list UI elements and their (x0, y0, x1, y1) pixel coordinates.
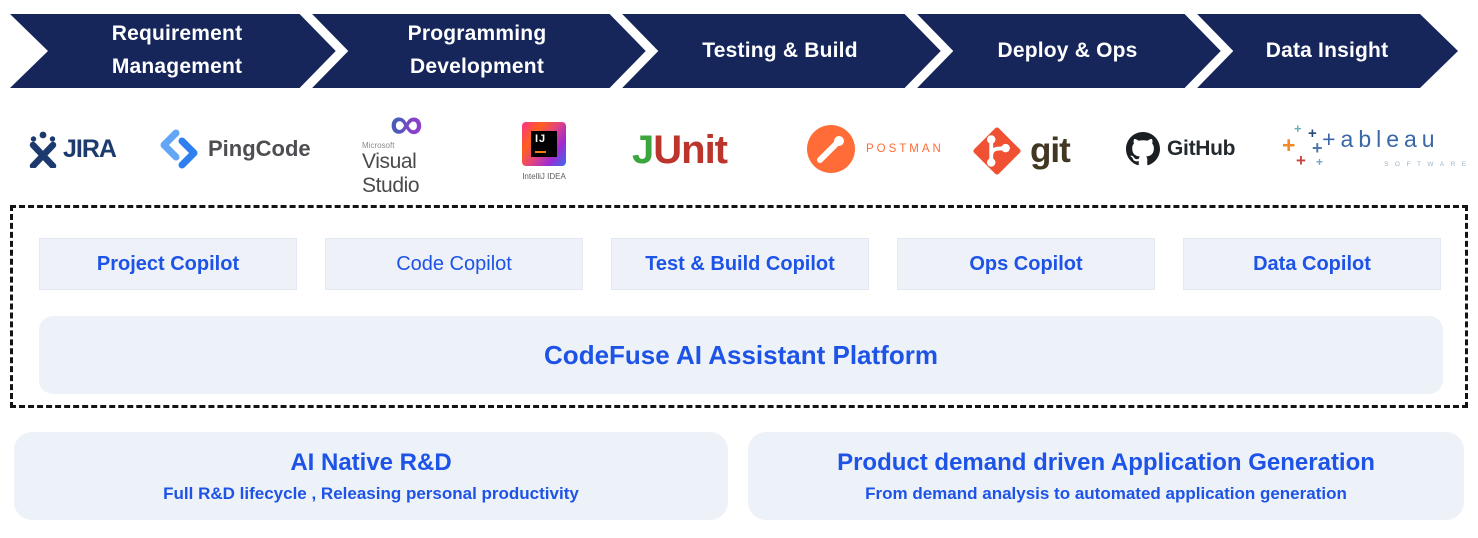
ai-native-rd-card: AI Native R&D Full R&D lifecycle , Relea… (14, 432, 728, 520)
copilot-platform-box: Project Copilot Code Copilot Test & Buil… (10, 205, 1468, 408)
stage-testing-build: Testing & Build (702, 38, 858, 62)
application-generation-card: Product demand driven Application Genera… (748, 432, 1464, 520)
pingcode-wordmark: PingCode (208, 136, 311, 161)
git-wordmark: git (1030, 131, 1071, 170)
visual-studio-wordmark: Visual Studio (362, 150, 420, 197)
postman-logo: POSTMAN (806, 124, 944, 174)
project-copilot-module: Project Copilot (39, 238, 297, 290)
card-subtitle: Full R&D lifecycle , Releasing personal … (163, 483, 579, 503)
pingcode-icon (160, 129, 198, 169)
tableau-wordmark: +ableau (1322, 125, 1440, 152)
test-build-copilot-module: Test & Build Copilot (611, 238, 869, 290)
git-icon (973, 127, 1021, 175)
stage-requirement-management: Requirement Management (111, 22, 243, 78)
tableau-software-label: SOFTWARE (1384, 160, 1473, 168)
intellij-underline (535, 150, 546, 153)
pingcode-logo: PingCode (158, 128, 311, 170)
card-title: Product demand driven Application Genera… (837, 448, 1375, 476)
postman-icon (807, 125, 855, 173)
jira-logo: JIRA (26, 130, 117, 168)
infinity-icon: ∞ (390, 97, 423, 149)
github-logo: GitHub (1126, 132, 1235, 166)
card-title: AI Native R&D (290, 448, 452, 476)
card-subtitle: From demand analysis to automated applic… (865, 483, 1347, 503)
intellij-caption: IntelliJ IDEA (522, 172, 566, 181)
git-logo: git (972, 126, 1071, 176)
jira-wordmark: JIRA (63, 134, 117, 163)
intellij-badge: IJ (531, 131, 557, 157)
visual-studio-logo: ∞ Microsoft Visual Studio (360, 100, 460, 197)
jira-icon (29, 131, 57, 168)
postman-wordmark: POSTMAN (866, 143, 944, 155)
ops-copilot-module: Ops Copilot (897, 238, 1155, 290)
github-octocat-icon (1126, 132, 1160, 166)
data-copilot-module: Data Copilot (1183, 238, 1441, 290)
codefuse-platform-bar: CodeFuse AI Assistant Platform (39, 316, 1443, 394)
code-copilot-module: Code Copilot (325, 238, 583, 290)
intellij-idea-logo: IJ IntelliJ IDEA (509, 122, 579, 181)
tableau-icon: + + + + + + (1282, 121, 1324, 170)
junit-logo: JUnit (632, 128, 728, 173)
junit-j: J (632, 128, 654, 172)
stage-data-insight: Data Insight (1265, 38, 1389, 62)
pipeline-banner: Requirement Management Programming Devel… (0, 0, 1478, 102)
tableau-logo: + + + + + + +ableau SOFTWARE (1282, 122, 1478, 174)
intellij-icon: IJ (522, 122, 566, 166)
stage-programming-development: Programming Development (407, 22, 547, 78)
chevron-band (10, 4, 1458, 98)
microsoft-label: Microsoft (362, 141, 395, 150)
github-wordmark: GitHub (1167, 137, 1236, 160)
junit-unit: Unit (653, 128, 728, 172)
stage-deploy-ops: Deploy & Ops (997, 38, 1138, 62)
